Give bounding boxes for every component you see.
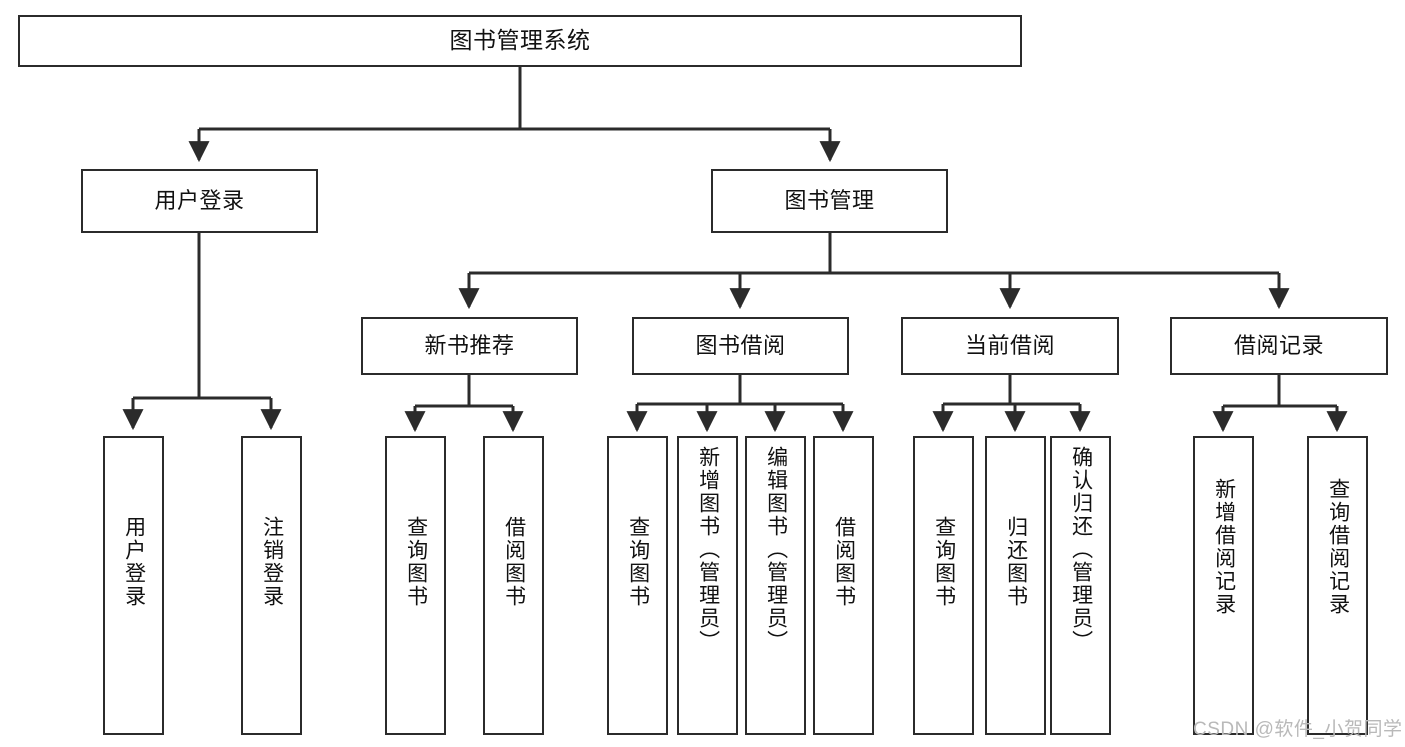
leaf-query-book-2[interactable]: 查询图书 [607,436,668,735]
node-label: 确认归还（管理员） [1069,446,1093,653]
node-label: 当前借阅 [964,333,1055,359]
node-user-login[interactable]: 用户登录 [81,169,318,233]
node-label: 图书管理 [784,188,875,214]
node-root-book-management-system[interactable]: 图书管理系统 [18,15,1022,67]
node-label: 编辑图书（管理员） [764,446,788,653]
node-book-manage[interactable]: 图书管理 [711,169,948,233]
node-label: 注销登录 [260,516,284,608]
node-label: 查询图书 [626,516,650,608]
leaf-confirm-return[interactable]: 确认归还（管理员） [1050,436,1111,735]
node-new-book-recommend[interactable]: 新书推荐 [361,317,578,375]
leaf-query-record[interactable]: 查询借阅记录 [1307,436,1368,735]
node-label: 图书借阅 [695,333,786,359]
node-label: 借阅图书 [502,516,526,608]
node-current-borrow[interactable]: 当前借阅 [901,317,1119,375]
csdn-watermark: CSDN @软件_小贺同学 [1193,719,1403,740]
leaf-add-record[interactable]: 新增借阅记录 [1193,436,1254,735]
leaf-user-login[interactable]: 用户登录 [103,436,164,735]
node-label: 图书管理系统 [449,27,591,54]
node-label: 用户登录 [154,188,245,214]
leaf-return-book[interactable]: 归还图书 [985,436,1046,735]
node-label: 查询图书 [404,516,428,608]
node-label: 借阅图书 [832,516,856,608]
node-label: 归还图书 [1004,516,1028,608]
node-label: 用户登录 [122,516,146,608]
leaf-query-book-3[interactable]: 查询图书 [913,436,974,735]
leaf-add-book[interactable]: 新增图书（管理员） [677,436,738,735]
leaf-borrow-book-2[interactable]: 借阅图书 [813,436,874,735]
leaf-edit-book[interactable]: 编辑图书（管理员） [745,436,806,735]
node-label: 查询借阅记录 [1326,478,1350,616]
node-label: 查询图书 [932,516,956,608]
leaf-query-book-1[interactable]: 查询图书 [385,436,446,735]
node-label: 新书推荐 [424,333,515,359]
leaf-borrow-book-1[interactable]: 借阅图书 [483,436,544,735]
node-label: 新增图书（管理员） [696,446,720,653]
node-borrow-record[interactable]: 借阅记录 [1170,317,1388,375]
node-label: 借阅记录 [1233,333,1324,359]
leaf-logout[interactable]: 注销登录 [241,436,302,735]
node-label: 新增借阅记录 [1212,478,1236,616]
node-book-borrow[interactable]: 图书借阅 [632,317,849,375]
